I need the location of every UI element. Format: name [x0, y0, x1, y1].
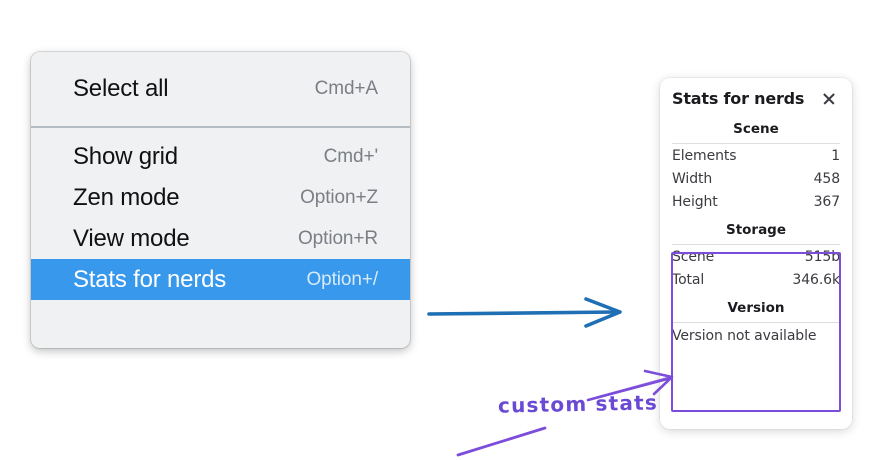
section-heading-version: Version	[727, 300, 785, 316]
menu-item-select-all[interactable]: Select all Cmd+A	[31, 68, 410, 109]
stat-row-width: Width 458	[672, 167, 840, 190]
menu-item-label: Show grid	[73, 142, 178, 170]
purple-underline-annotation	[456, 426, 547, 457]
menu-group-1: Select all Cmd+A	[31, 52, 410, 126]
blue-arrow-annotation	[427, 297, 622, 328]
menu-item-label: View mode	[73, 224, 190, 252]
stat-key: Total	[672, 271, 705, 288]
stat-value: 346.6k	[792, 271, 840, 288]
stats-for-nerds-panel: Stats for nerds Scene Elements 1 Width 4…	[660, 78, 852, 429]
menu-item-shortcut: Option+/	[306, 268, 378, 290]
stat-value: 515b	[804, 248, 840, 265]
stat-row-storage-total: Total 346.6k	[672, 268, 840, 291]
menu-item-shortcut: Cmd+A	[314, 77, 378, 99]
menu-item-stats-for-nerds[interactable]: Stats for nerds Option+/	[31, 259, 410, 300]
stat-key: Height	[672, 193, 718, 210]
menu-item-shortcut: Cmd+'	[323, 145, 378, 167]
menu-item-label: Zen mode	[73, 183, 180, 211]
stat-value: 367	[813, 193, 841, 210]
stat-row-elements: Elements 1	[672, 144, 840, 167]
section-rule	[672, 322, 840, 323]
stat-key: Elements	[672, 147, 737, 164]
version-value: Version not available	[672, 328, 817, 344]
menu-item-label: Select all	[73, 74, 169, 102]
stat-row-storage-scene: Scene 515b	[672, 245, 840, 268]
stat-key: Scene	[672, 248, 715, 265]
section-heading-storage: Storage	[725, 222, 787, 238]
menu-group-2: Show grid Cmd+' Zen mode Option+Z View m…	[31, 128, 410, 309]
menu-item-label: Stats for nerds	[73, 265, 227, 293]
stat-row-height: Height 367	[672, 190, 840, 213]
stat-value: 458	[813, 170, 841, 187]
section-rule	[672, 143, 840, 144]
panel-header: Stats for nerds	[672, 78, 840, 112]
menu-item-show-grid[interactable]: Show grid Cmd+'	[31, 136, 410, 177]
menu-item-view-mode[interactable]: View mode Option+R	[31, 218, 410, 259]
close-icon[interactable]	[820, 90, 838, 108]
stat-key: Width	[672, 170, 713, 187]
section-rule	[672, 244, 840, 245]
section-heading-scene: Scene	[733, 121, 779, 137]
stat-value: 1	[831, 147, 840, 164]
menu-divider	[31, 126, 410, 128]
menu-item-zen-mode[interactable]: Zen mode Option+Z	[31, 177, 410, 218]
menu-item-shortcut: Option+R	[298, 227, 378, 249]
handwritten-note: custom stats	[497, 390, 659, 418]
context-menu[interactable]: Select all Cmd+A Show grid Cmd+' Zen mod…	[31, 52, 410, 348]
panel-title: Stats for nerds	[672, 89, 805, 108]
menu-item-shortcut: Option+Z	[300, 186, 378, 208]
